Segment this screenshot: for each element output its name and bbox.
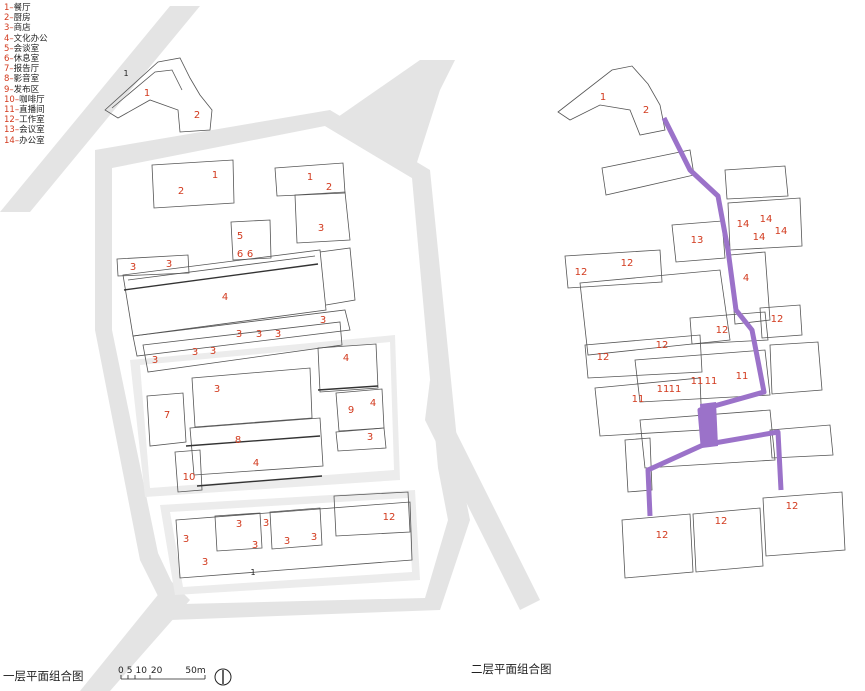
room-number-label: 10 [183, 472, 196, 483]
room-number-label: 11 [736, 371, 749, 382]
room-number-label: 3 [236, 329, 242, 340]
north-arrow-icon [214, 668, 232, 686]
room-number-label: 3 [236, 519, 242, 530]
legend-item: 7–报告厅 [4, 64, 40, 75]
floor2-caption: 二层平面组合图 [471, 662, 552, 676]
room-number-label: 2 [178, 186, 184, 197]
floor1-caption: 一层平面组合图 [3, 669, 84, 683]
room-number-label: 3 [210, 346, 216, 357]
room-number-label: 1 [144, 88, 150, 99]
circulation-core [700, 402, 718, 448]
room-number-label: 4 [343, 353, 349, 364]
legend-item: 2–厨房 [4, 13, 31, 24]
floor1-heavy-walls [123, 263, 379, 487]
room-number-label: 3 [311, 532, 317, 543]
room-number-label: 12 [715, 516, 728, 527]
room-number-label: 14 [737, 219, 750, 230]
room-number-label: 2 [643, 105, 649, 116]
room-number-label: 4 [222, 292, 228, 303]
room-number-label: 12 [656, 340, 669, 351]
room-number-label: 14 [760, 214, 773, 225]
legend-item: 11–直播间 [4, 105, 45, 116]
room-number-label: 4 [743, 273, 749, 284]
room-number-label: 3 [256, 329, 262, 340]
room-number-label: 3 [284, 536, 290, 547]
room-number-label: 3 [275, 329, 281, 340]
room-number-label: 3 [152, 355, 158, 366]
room-number-label: 12 [621, 258, 634, 269]
room-number-label: 12 [575, 267, 588, 278]
legend-item: 3–商店 [4, 23, 31, 34]
room-number-label: 3 [320, 315, 326, 326]
room-number-label: 1 [212, 170, 218, 181]
room-number-label: 9 [348, 405, 354, 416]
legend-item: 13–会议室 [4, 125, 45, 136]
room-number-label: 4 [370, 398, 376, 409]
legend-item: 6–休息室 [4, 54, 40, 65]
floor1-site: 1 1 [0, 6, 540, 691]
room-number-label: 12 [716, 325, 729, 336]
room-number-label: 12 [656, 530, 669, 541]
room-number-label: 12 [786, 501, 799, 512]
room-number-label: 11 [705, 376, 718, 387]
legend-item: 14–办公室 [4, 135, 45, 146]
room-number-label: 12 [383, 512, 396, 523]
section-mark-south: 1 [250, 568, 255, 577]
floor2-plan [557, 65, 846, 579]
legend-item: 12–工作室 [4, 115, 45, 126]
room-number-label: 12 [771, 314, 784, 325]
room-number-label: 5 [237, 231, 243, 242]
legend-item: 9–发布区 [4, 84, 40, 95]
floor1-walls [104, 57, 413, 579]
room-number-label: 3 [166, 259, 172, 270]
floor2-walls [557, 65, 846, 579]
room-number-label: 11 [691, 376, 704, 387]
room-number-label: 1 [307, 172, 313, 183]
room-number-label: 3 [202, 557, 208, 568]
room-number-label: 11 [669, 384, 682, 395]
room-number-label: 3 [318, 223, 324, 234]
legend-item: 4–文化办公 [4, 33, 48, 44]
room-number-label: 6 [237, 249, 243, 260]
room-number-label: 7 [164, 410, 170, 421]
room-legend: 1–餐厅 2–厨房 3–商店 4–文化办公 5–会谈室 6–休息室 7–报告厅 … [4, 3, 48, 146]
room-number-label: 13 [691, 235, 704, 246]
circulation-route [645, 116, 784, 517]
room-number-label: 12 [597, 352, 610, 363]
room-number-label: 11 [632, 394, 645, 405]
scale-bar [120, 675, 206, 680]
legend-item: 8–影音室 [4, 74, 40, 85]
legend-item: 1–餐厅 [4, 3, 31, 13]
room-number-label: 1 [600, 92, 606, 103]
room-number-label: 11 [657, 384, 670, 395]
room-number-label: 2 [326, 182, 332, 193]
room-number-label: 3 [367, 432, 373, 443]
room-number-label: 2 [194, 110, 200, 121]
room-number-label: 3 [192, 347, 198, 358]
room-number-label: 3 [252, 540, 258, 551]
section-mark-north: 1 [123, 69, 128, 78]
room-number-label: 3 [183, 534, 189, 545]
room-number-label: 3 [263, 518, 269, 529]
legend-item: 5–会谈室 [4, 43, 40, 54]
room-number-label: 8 [235, 435, 241, 446]
room-number-label: 14 [753, 232, 766, 243]
room-number-label: 6 [247, 249, 253, 260]
room-number-label: 4 [253, 458, 259, 469]
room-number-label: 3 [130, 262, 136, 273]
legend-item: 10–咖啡厅 [4, 94, 45, 105]
room-number-label: 3 [214, 384, 220, 395]
room-number-label: 14 [775, 226, 788, 237]
